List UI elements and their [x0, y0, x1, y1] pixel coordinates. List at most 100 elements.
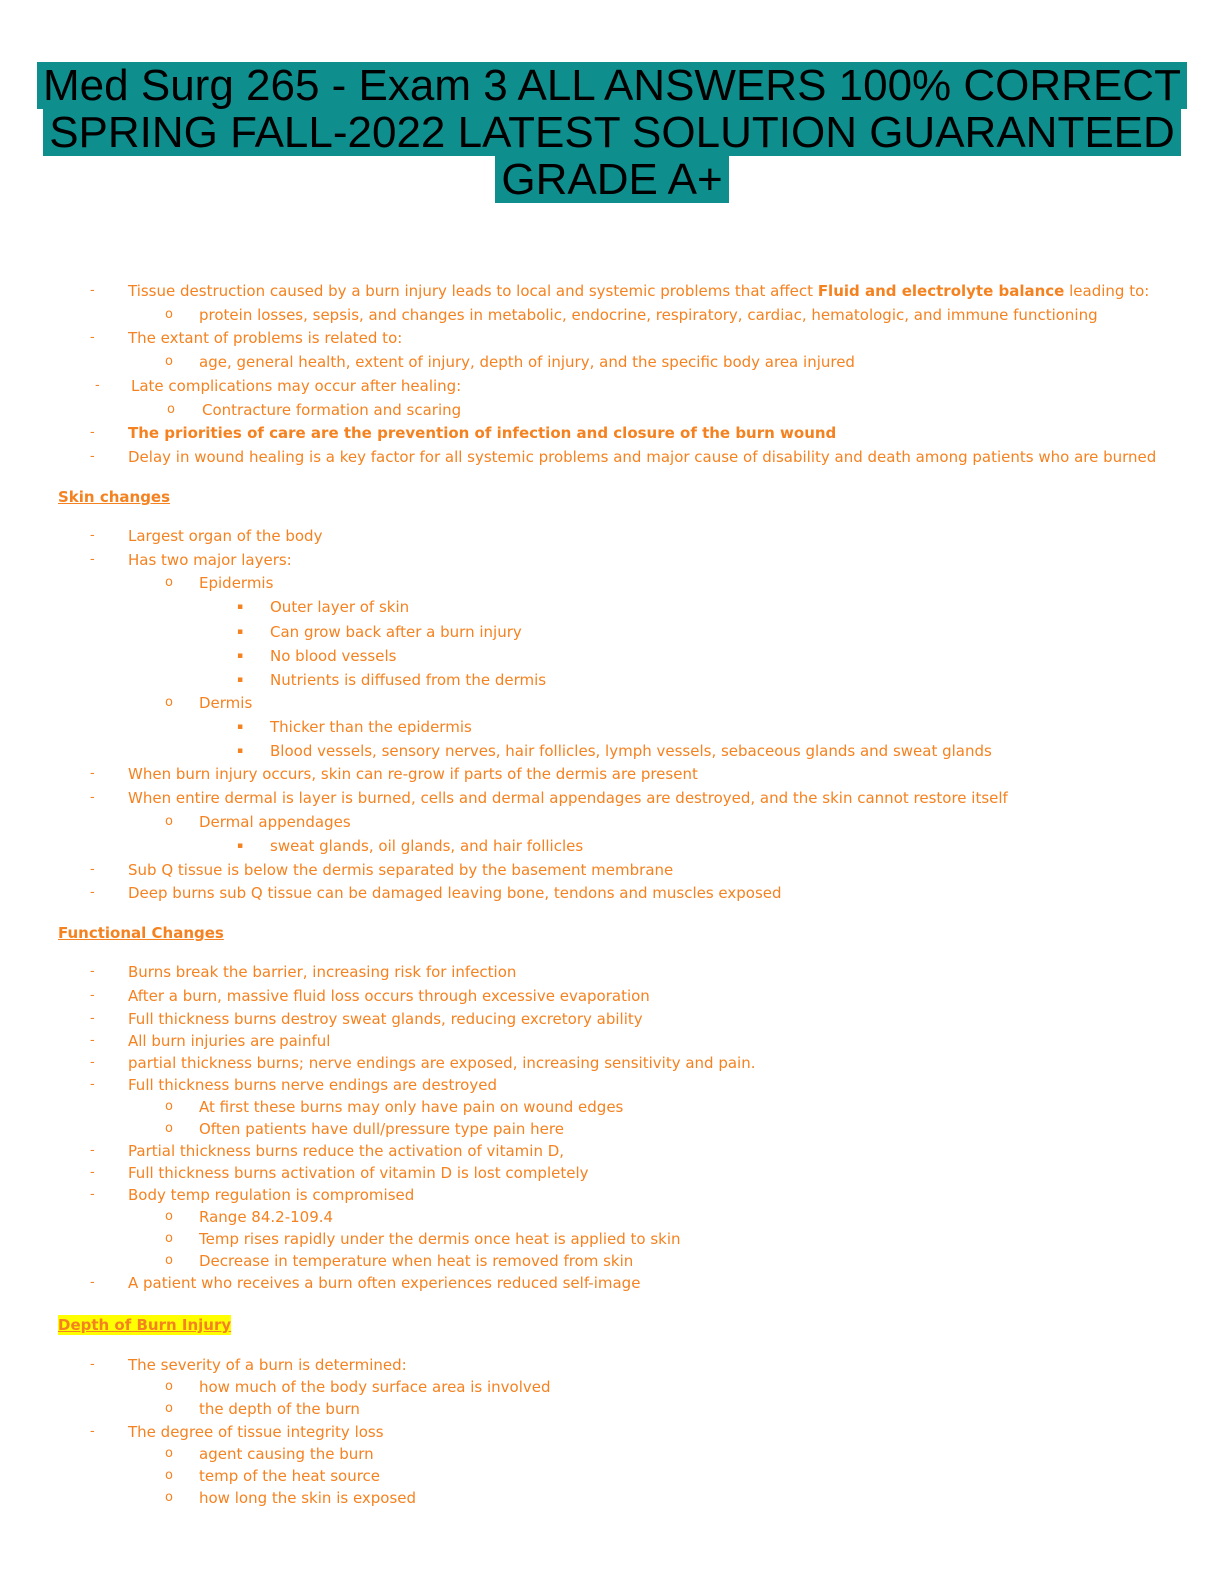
list-item: Partial thickness burns reduce the activ… [128, 1142, 565, 1160]
dash-bullet: - [90, 862, 95, 877]
list-item: how long the skin is exposed [199, 1489, 417, 1507]
list-item: The priorities of care are the preventio… [128, 424, 837, 442]
title-line-2: SPRING FALL-2022 LATEST SOLUTION GUARANT… [43, 109, 1181, 156]
circle-bullet: o [165, 1490, 173, 1505]
list-item: Decrease in temperature when heat is rem… [199, 1252, 634, 1270]
list-item: Full thickness burns nerve endings are d… [128, 1076, 497, 1094]
list-item: Dermal appendages [199, 813, 351, 831]
dash-bullet: - [95, 378, 100, 393]
dash-bullet: - [90, 964, 95, 979]
list-item: Blood vessels, sensory nerves, hair foll… [270, 742, 992, 760]
list-item: sweat glands, oil glands, and hair folli… [270, 837, 584, 855]
dash-bullet: - [90, 1055, 95, 1070]
circle-bullet: o [165, 575, 173, 590]
square-bullet: ▪ [237, 651, 244, 661]
dash-bullet: - [90, 528, 95, 543]
list-item: After a burn, massive fluid loss occurs … [128, 987, 650, 1005]
list-item: Delay in wound healing is a key factor f… [128, 448, 1157, 466]
circle-bullet: o [165, 1099, 173, 1114]
dash-bullet: - [90, 283, 95, 298]
document-title: Med Surg 265 - Exam 3 ALL ANSWERS 100% C… [0, 62, 1224, 203]
dash-bullet: - [90, 885, 95, 900]
list-item: Often patients have dull/pressure type p… [199, 1120, 564, 1138]
list-item: When burn injury occurs, skin can re-gro… [128, 765, 698, 783]
dash-bullet: - [90, 1275, 95, 1290]
list-item: Epidermis [199, 574, 274, 592]
list-item: Full thickness burns destroy sweat gland… [128, 1010, 643, 1028]
dash-bullet: - [90, 449, 95, 464]
list-item: how much of the body surface area is inv… [199, 1378, 551, 1396]
list-item: temp of the heat source [199, 1467, 381, 1485]
dash-bullet: - [90, 1165, 95, 1180]
list-item: Temp rises rapidly under the dermis once… [199, 1230, 681, 1248]
section-heading-skin-changes: Skin changes [58, 488, 171, 506]
dash-bullet: - [90, 552, 95, 567]
square-bullet: ▪ [237, 602, 244, 612]
list-item: Tissue destruction caused by a burn inju… [128, 281, 1149, 301]
square-bullet: ▪ [237, 627, 244, 637]
list-item: A patient who receives a burn often expe… [128, 1274, 641, 1292]
circle-bullet: o [165, 1446, 173, 1461]
list-item: When entire dermal is layer is burned, c… [128, 789, 1008, 807]
dash-bullet: - [90, 1011, 95, 1026]
circle-bullet: o [165, 1209, 173, 1224]
section-heading-depth-of-burn-injury: Depth of Burn Injury [58, 1315, 232, 1335]
section-heading-functional-changes: Functional Changes [58, 924, 224, 942]
dash-bullet: - [90, 766, 95, 781]
list-item: All burn injuries are painful [128, 1032, 331, 1050]
square-bullet: ▪ [237, 746, 244, 756]
title-line-1: Med Surg 265 - Exam 3 ALL ANSWERS 100% C… [37, 62, 1187, 109]
list-item: the depth of the burn [199, 1400, 360, 1418]
circle-bullet: o [165, 354, 173, 369]
circle-bullet: o [165, 695, 173, 710]
circle-bullet: o [165, 1401, 173, 1416]
dash-bullet: - [90, 425, 95, 440]
list-item: protein losses, sepsis, and changes in m… [199, 306, 1098, 324]
dash-bullet: - [90, 1357, 95, 1372]
list-item: Deep burns sub Q tissue can be damaged l… [128, 884, 782, 902]
circle-bullet: o [165, 1231, 173, 1246]
list-item: The degree of tissue integrity loss [128, 1423, 384, 1441]
circle-bullet: o [165, 307, 173, 322]
intro-text-1-end: leading to: [1064, 282, 1150, 300]
list-item: Dermis [199, 694, 253, 712]
list-item: Burns break the barrier, increasing risk… [128, 963, 517, 981]
dash-bullet: - [90, 1033, 95, 1048]
dash-bullet: - [90, 1187, 95, 1202]
square-bullet: ▪ [237, 722, 244, 732]
circle-bullet: o [165, 1253, 173, 1268]
dash-bullet: - [90, 1143, 95, 1158]
list-item: partial thickness burns; nerve endings a… [128, 1054, 756, 1072]
list-item: Outer layer of skin [270, 598, 410, 616]
circle-bullet: o [165, 814, 173, 829]
list-item: Range 84.2-109.4 [199, 1208, 334, 1226]
list-item: Sub Q tissue is below the dermis separat… [128, 861, 674, 879]
square-bullet: ▪ [237, 841, 244, 851]
dash-bullet: - [90, 988, 95, 1003]
list-item: Nutrients is diffused from the dermis [270, 671, 547, 689]
circle-bullet: o [167, 402, 175, 417]
list-item: No blood vessels [270, 647, 397, 665]
dash-bullet: - [90, 330, 95, 345]
list-item: agent causing the burn [199, 1445, 374, 1463]
list-item: Thicker than the epidermis [270, 718, 472, 736]
list-item: Late complications may occur after heali… [131, 377, 462, 395]
list-item: Body temp regulation is compromised [128, 1186, 415, 1204]
dash-bullet: - [90, 790, 95, 805]
circle-bullet: o [165, 1121, 173, 1136]
list-item: At first these burns may only have pain … [199, 1098, 624, 1116]
list-item: Has two major layers: [128, 551, 292, 569]
dash-bullet: - [90, 1077, 95, 1092]
list-item: The extant of problems is related to: [128, 329, 403, 347]
list-item: Full thickness burns activation of vitam… [128, 1164, 589, 1182]
circle-bullet: o [165, 1468, 173, 1483]
list-item: age, general health, extent of injury, d… [199, 353, 855, 371]
list-item: Largest organ of the body [128, 527, 323, 545]
list-item: The severity of a burn is determined: [128, 1356, 407, 1374]
list-item: Can grow back after a burn injury [270, 623, 522, 641]
intro-text-1: Tissue destruction caused by a burn inju… [128, 282, 818, 300]
list-item: Contracture formation and scaring [202, 401, 462, 419]
intro-bold-phrase: Fluid and electrolyte balance [817, 282, 1065, 300]
title-line-3: GRADE A+ [495, 156, 729, 203]
dash-bullet: - [90, 1424, 95, 1439]
